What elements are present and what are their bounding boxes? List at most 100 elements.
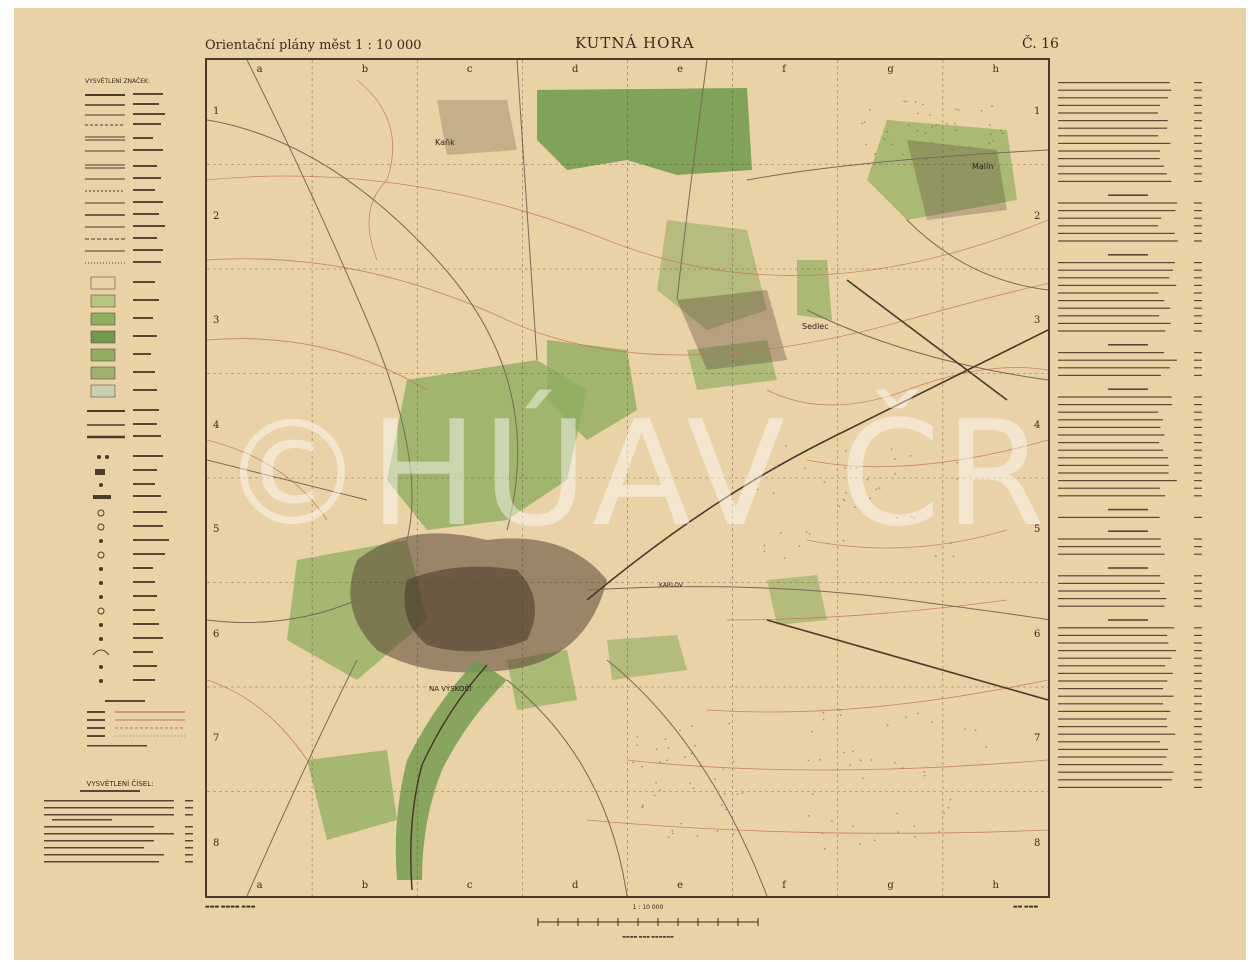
- meadow-dot: [852, 825, 854, 828]
- index-entry: [1058, 142, 1171, 144]
- meadow-dot: [1002, 132, 1004, 135]
- meadow-dot: [810, 730, 813, 733]
- index-entry: [1058, 779, 1172, 781]
- meadow-dot: [916, 129, 919, 132]
- meadow-dot: [930, 721, 933, 723]
- meadow-dot: [956, 478, 959, 480]
- index-entry: [1058, 104, 1160, 106]
- index-heading: [1108, 194, 1148, 196]
- meadow-dot: [839, 709, 841, 712]
- index-entry: [1058, 404, 1173, 406]
- meadow-dot: [992, 139, 994, 142]
- meadow-dot: [901, 767, 904, 769]
- meadow-dot: [844, 467, 846, 469]
- map-sheet: [14, 8, 1246, 960]
- meadow-dot: [868, 108, 871, 111]
- index-grid-ref: [1194, 642, 1202, 644]
- number-legend-title: VYSVĚTLENÍ ČÍSEL:: [86, 780, 154, 788]
- index-entry: [1058, 300, 1165, 302]
- meadow-dot: [653, 794, 656, 797]
- index-entry: [1058, 89, 1172, 91]
- meadow-dot: [891, 143, 893, 146]
- meadow-dot: [723, 792, 726, 795]
- index-rows: [1058, 82, 1202, 788]
- meadow-dot: [713, 778, 716, 780]
- index-entry: [1058, 495, 1166, 497]
- grid-row-label: 1: [1034, 106, 1041, 118]
- meadow-dot: [732, 760, 735, 763]
- meadow-dot: [849, 467, 852, 470]
- index-entry: [1058, 627, 1175, 629]
- meadow-dot: [845, 491, 848, 494]
- meadow-dot: [779, 531, 782, 534]
- index-entry: [1058, 396, 1172, 398]
- meadow-dot: [980, 109, 983, 112]
- index-grid-ref: [1194, 104, 1202, 106]
- grid-column-label: c: [466, 64, 473, 75]
- index-grid-ref: [1194, 277, 1202, 279]
- index-entry: [1058, 472, 1169, 474]
- index-entry: [1058, 419, 1163, 421]
- index-entry: [1058, 733, 1176, 735]
- index-grid-ref: [1194, 741, 1202, 743]
- grid-row-label: 1: [213, 106, 220, 118]
- index-grid-ref: [1194, 434, 1202, 436]
- forest-area: [537, 88, 752, 175]
- meadow-dot: [922, 103, 924, 106]
- grid-row-label: 7: [213, 733, 220, 745]
- index-grid-ref: [1194, 315, 1202, 317]
- meadow-dot: [690, 725, 693, 728]
- meadow-dot: [955, 129, 958, 131]
- meadow-dot: [870, 759, 873, 761]
- meadow-dot: [895, 516, 898, 519]
- contour-legend: [87, 700, 185, 747]
- meadow-dot: [671, 832, 674, 835]
- number-legend: VYSVĚTLENÍ ČÍSEL:: [40, 780, 200, 882]
- meadow-dot: [763, 544, 766, 547]
- meadow-dot: [843, 499, 846, 502]
- meadow-dot: [893, 472, 896, 475]
- meadow-dot: [812, 793, 814, 795]
- meadow-dot: [853, 506, 856, 509]
- meadow-dot: [923, 774, 926, 777]
- grid-column-label: g: [887, 880, 894, 891]
- meadow-dot: [974, 153, 976, 156]
- grid-row-label: 4: [1034, 419, 1041, 431]
- meadow-dot: [945, 122, 948, 125]
- meadow-dot: [990, 133, 993, 136]
- index-grid-ref: [1194, 352, 1202, 354]
- meadow-dot: [949, 798, 952, 801]
- index-grid-ref: [1194, 374, 1202, 376]
- index-grid-ref: [1194, 495, 1202, 497]
- index-grid-ref: [1194, 127, 1202, 129]
- grid-row-label: 8: [1034, 837, 1041, 849]
- meadow-dot: [720, 804, 723, 806]
- index-grid-ref: [1194, 426, 1202, 428]
- meadow-dot: [671, 829, 674, 832]
- grid-row-label: 8: [213, 837, 220, 849]
- index-entry: [1058, 82, 1170, 84]
- meadow-dot: [910, 515, 913, 518]
- meadow-dot: [642, 805, 644, 808]
- meadow-dot: [849, 764, 851, 766]
- index-entry: [1058, 135, 1159, 137]
- meadow-dot: [869, 497, 872, 500]
- index-grid-ref: [1194, 284, 1202, 286]
- index-entry: [1058, 538, 1161, 540]
- meadow-dot: [928, 114, 931, 116]
- index-grid-ref: [1194, 262, 1202, 264]
- meadow-dot: [890, 448, 893, 451]
- index-entry: [1058, 411, 1159, 413]
- meadow-dot: [861, 122, 864, 125]
- grid-column-label: h: [992, 64, 999, 75]
- meadow-dot: [905, 100, 908, 103]
- index-entry: [1058, 718, 1167, 720]
- grid-column-label: f: [782, 64, 786, 75]
- meadow-dot: [818, 758, 821, 761]
- index-grid-ref: [1194, 627, 1202, 629]
- orchard-area: [547, 340, 637, 440]
- meadow-dot: [632, 761, 635, 764]
- grid-row-label: 3: [213, 315, 220, 327]
- meadow-dot: [914, 101, 917, 103]
- index-grid-ref: [1194, 590, 1202, 592]
